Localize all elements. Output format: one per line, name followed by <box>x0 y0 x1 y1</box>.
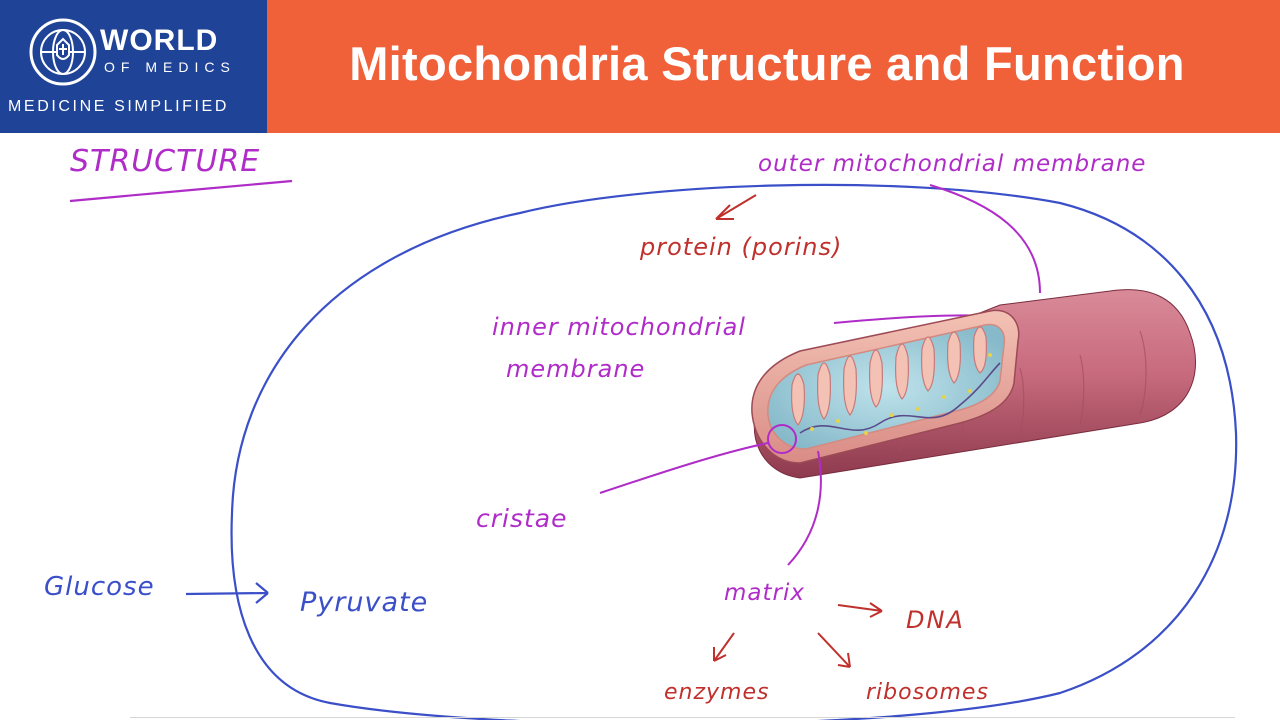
matrix-pointer <box>787 450 822 566</box>
cristae-label: cristae <box>476 504 568 533</box>
outer-membrane-label: outer mitochondrial membrane <box>758 151 1146 177</box>
cristae-highlight <box>767 424 797 454</box>
page-title: Mitochondria Structure and Function <box>349 37 1185 90</box>
inner-membrane-label-line1: inner mitochondrial <box>492 313 746 341</box>
cell-outline <box>230 183 1238 720</box>
protein-label: protein (porins) <box>639 233 842 261</box>
dna-arrow <box>837 602 883 618</box>
structure-heading: STRUCTURE <box>70 144 260 179</box>
whiteboard: STRUCTURE outer mitochondrial membrane p… <box>0 133 1280 720</box>
board-bottom-edge <box>130 717 1235 718</box>
ribosomes-label: ribosomes <box>866 680 989 705</box>
mitochondrion-illustration <box>751 289 1197 479</box>
logo-tagline: MEDICINE SIMPLIFIED <box>8 98 229 115</box>
world-of-medics-logo-icon <box>29 18 97 86</box>
logo-wordmark: WORLD <box>100 24 219 57</box>
cristae-pointer <box>599 442 769 494</box>
logo-wordmark-sub: OF MEDICS <box>104 59 236 75</box>
matrix-label: matrix <box>724 580 805 606</box>
outer-membrane-pointer <box>929 184 1041 294</box>
structure-underline <box>69 179 293 203</box>
dna-label: DNA <box>906 606 965 634</box>
logo-panel: WORLD OF MEDICS MEDICINE SIMPLIFIED <box>0 0 267 133</box>
ribosomes-arrow <box>817 632 851 668</box>
title-bar: Mitochondria Structure and Function <box>267 0 1280 133</box>
enzymes-arrow <box>713 632 735 662</box>
header: WORLD OF MEDICS MEDICINE SIMPLIFIED Mito… <box>0 0 1280 133</box>
protein-arrow <box>715 194 757 220</box>
enzymes-label: enzymes <box>664 680 769 705</box>
glucose-pyruvate-arrow <box>185 582 269 604</box>
pyruvate-label: Pyruvate <box>300 587 428 618</box>
inner-membrane-label-line2: membrane <box>506 355 645 383</box>
glucose-label: Glucose <box>44 572 155 602</box>
whiteboard-canvas: STRUCTURE outer mitochondrial membrane p… <box>44 144 1238 720</box>
